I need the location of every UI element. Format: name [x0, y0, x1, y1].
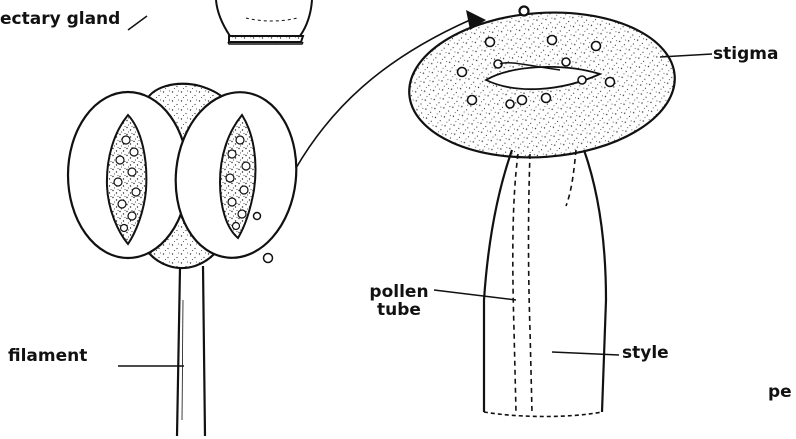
filament-label: filament	[8, 347, 87, 365]
anther-drawing	[68, 84, 304, 436]
pollen-tube-label-line1: pollen	[356, 283, 442, 301]
nectary-gland-drawing	[216, 0, 312, 44]
stigma-label: stigma	[713, 45, 778, 63]
pollen-tube-label: pollen tube	[356, 283, 442, 319]
nectary-gland-label: ectary gland	[0, 10, 120, 28]
style-label: style	[622, 344, 669, 362]
cut-off-label: pe	[768, 383, 792, 401]
pollen-tube-label-line2: tube	[356, 301, 442, 319]
nectary-gland-leader	[128, 16, 147, 30]
